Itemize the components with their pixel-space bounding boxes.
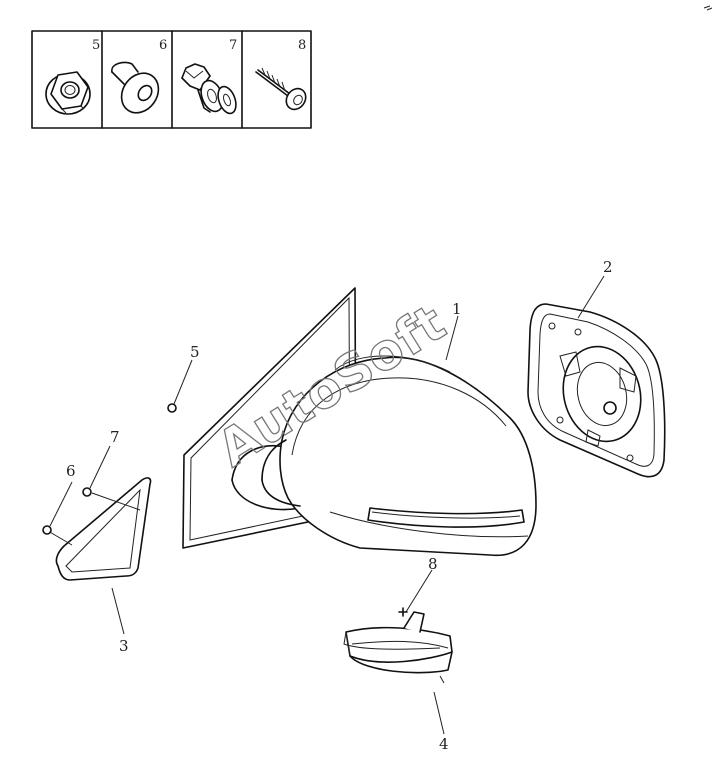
fastener-table: 5 6 7 8 — [31, 30, 312, 129]
clip-dot-icon — [82, 487, 92, 497]
leader-line-7 — [89, 445, 111, 489]
rivet-grommet-icon — [111, 61, 160, 114]
callout-3: 3 — [119, 637, 129, 655]
leader-line-1 — [445, 315, 459, 361]
leader-lines — [47, 275, 605, 735]
fastener-table-number-7: 7 — [229, 38, 237, 53]
callout-labels: 1 2 3 4 5 6 7 8 — [66, 258, 613, 753]
callout-7: 7 — [110, 428, 120, 446]
callout-8: 8 — [428, 555, 438, 573]
leader-line-6 — [49, 481, 73, 527]
fastener-table-number-6: 6 — [159, 38, 167, 53]
push-clip-icon — [181, 63, 237, 115]
fastener-table-number-5: 5 — [92, 38, 100, 53]
screw-icon — [255, 67, 307, 111]
callout-2: 2 — [603, 258, 613, 276]
flange-nut-icon — [45, 71, 91, 115]
corner-cover — [55, 477, 152, 581]
mirror-housing — [261, 355, 537, 557]
corner-mark-icon — [703, 5, 713, 11]
leader-line-8 — [405, 569, 433, 613]
leader-line-3 — [111, 587, 125, 635]
nut-dot-icon — [167, 403, 177, 413]
callout-1: 1 — [452, 300, 462, 318]
fastener-table-number-8: 8 — [298, 38, 306, 53]
mirror-glass — [527, 303, 666, 478]
leader-line-5 — [173, 359, 193, 405]
turn-signal-lamp — [343, 611, 453, 684]
screw-cross-icon — [398, 607, 408, 617]
leader-line-4 — [433, 691, 445, 735]
callout-5: 5 — [190, 343, 200, 361]
leader-line-2 — [577, 275, 605, 319]
fastener-dots — [42, 403, 408, 617]
callout-6: 6 — [66, 462, 76, 480]
callout-4: 4 — [439, 735, 449, 753]
grommet-dot-icon — [42, 525, 52, 535]
